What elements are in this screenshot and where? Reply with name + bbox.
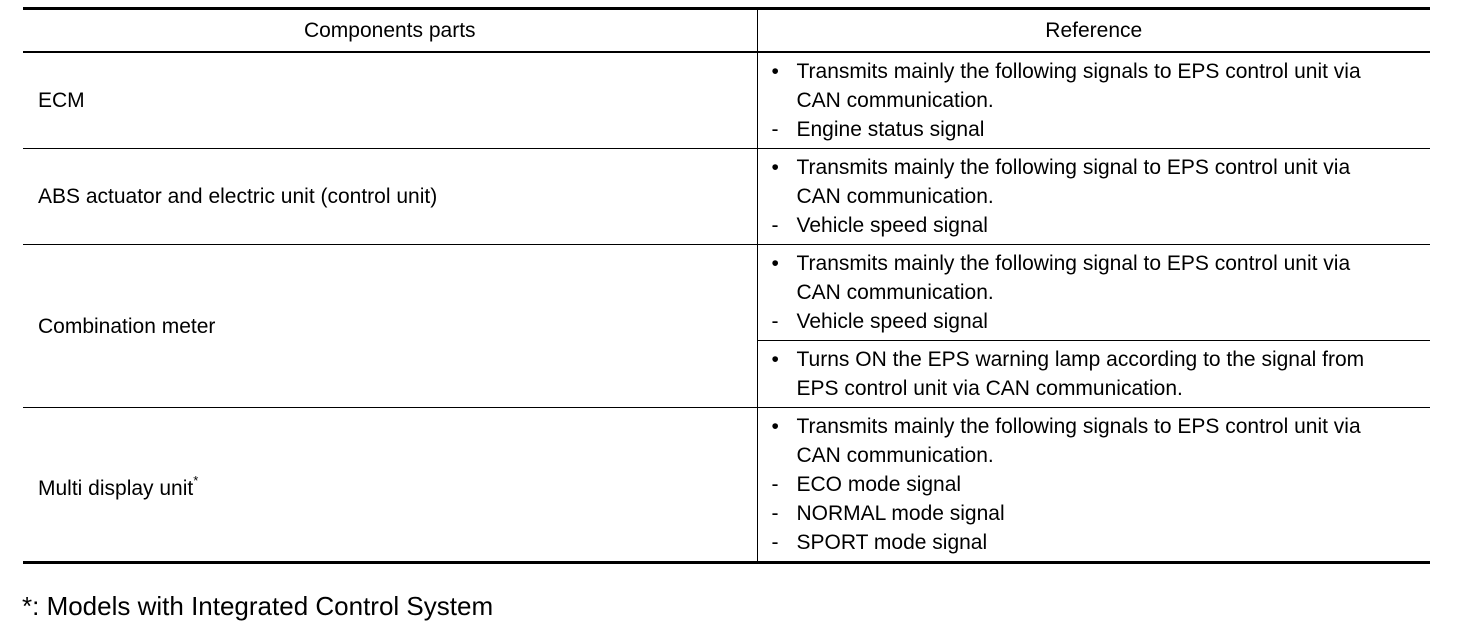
bullet-marker: • [771,252,779,275]
footnote-marker: * [193,473,199,488]
reference-text: CAN communication. [796,281,994,304]
reference-text: EPS control unit via CAN communication. [796,377,1183,400]
signal-item: ECO mode signal [796,473,962,496]
table-row-combination-meter: Combination meter • Transmits mainly the… [23,244,1430,408]
list-item: • Transmits mainly the following signals… [772,57,1421,115]
table-row-abs: ABS actuator and electric unit (control … [23,148,1430,245]
component-ecm: ECM [38,89,85,112]
table-row-multi-display: Multi display unit* • Transmits mainly t… [23,407,1430,564]
list-item: • Transmits mainly the following signal … [772,249,1421,307]
reference-ecm: • Transmits mainly the following signals… [756,52,1430,149]
signal-item: Vehicle speed signal [796,310,988,333]
signal-item: Vehicle speed signal [796,214,988,237]
signal-item: SPORT mode signal [796,531,988,554]
component-multi-display: Multi display unit* [23,407,757,564]
dash-marker: - [771,310,779,333]
bullet-marker: • [771,348,779,371]
header-components-parts: Components parts [23,7,757,53]
reference-text: Transmits mainly the following signal to… [796,252,1351,275]
header-reference: Reference [756,7,1430,53]
list-item: - ECO mode signal [772,470,1421,499]
list-item: - Vehicle speed signal [772,307,1421,336]
table-header-row: Components parts Reference [23,7,1430,53]
footnote: *: Models with Integrated Control System [22,591,494,621]
dash-marker: - [771,118,779,141]
table-row-ecm: ECM • Transmits mainly the following sig… [23,52,1430,149]
signal-item: NORMAL mode signal [796,502,1005,525]
reference-multi-display: • Transmits mainly the following signals… [756,407,1430,564]
bullet-marker: • [771,60,779,83]
components-reference-table: Components parts Reference ECM • Transmi… [23,7,1430,564]
reference-text: Transmits mainly the following signals t… [796,415,1361,438]
bullet-marker: • [771,415,779,438]
dash-marker: - [771,531,779,554]
reference-combination-meter-b: • Turns ON the EPS warning lamp accordin… [756,340,1430,408]
list-item: • Transmits mainly the following signals… [772,412,1421,470]
dash-marker: - [771,214,779,237]
reference-text: Transmits mainly the following signals t… [796,60,1361,83]
reference-text: Turns ON the EPS warning lamp according … [796,348,1365,371]
list-item: • Transmits mainly the following signal … [772,153,1421,211]
table-row-combination-meter-b: • Turns ON the EPS warning lamp accordin… [23,340,1430,408]
list-item: - Engine status signal [772,115,1421,144]
component-label: Multi display unit [38,477,194,500]
dash-marker: - [771,502,779,525]
bullet-marker: • [771,156,779,179]
signal-item: Engine status signal [796,118,985,141]
component-abs: ABS actuator and electric unit (control … [23,148,757,245]
dash-marker: - [771,473,779,496]
reference-text: CAN communication. [796,444,994,467]
list-item: - NORMAL mode signal [772,499,1421,528]
component-combination-meter: Combination meter [23,244,757,408]
reference-combination-meter-a: • Transmits mainly the following signal … [756,244,1430,341]
list-item: • Turns ON the EPS warning lamp accordin… [772,345,1421,403]
reference-text: CAN communication. [796,185,994,208]
reference-text: CAN communication. [796,89,994,112]
list-item: - Vehicle speed signal [772,211,1421,240]
reference-abs: • Transmits mainly the following signal … [756,148,1430,245]
reference-text: Transmits mainly the following signal to… [796,156,1351,179]
list-item: - SPORT mode signal [772,528,1421,557]
